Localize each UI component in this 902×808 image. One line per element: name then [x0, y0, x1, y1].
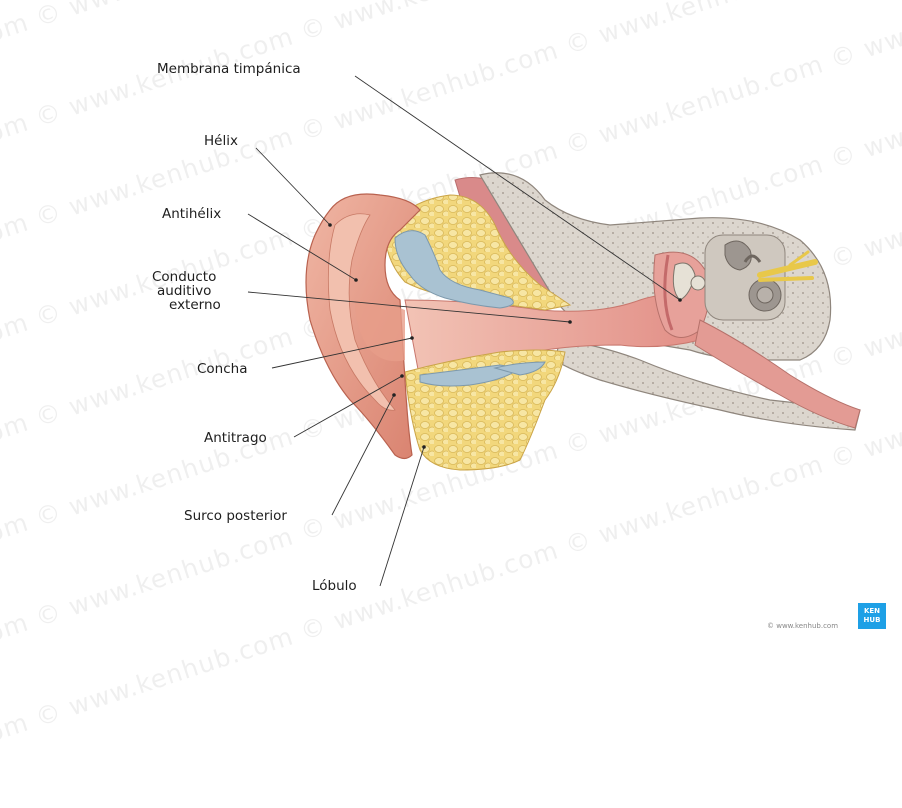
label-antitrago: Antitrago — [204, 431, 267, 446]
label-concha: Concha — [197, 362, 248, 377]
label-surco-posterior: Surco posterior — [184, 509, 287, 524]
logo-line1: KEN — [858, 607, 886, 616]
label-membrana-timpanica: Membrana timpánica — [157, 62, 301, 77]
logo-line2: HUB — [858, 616, 886, 625]
lower-fat — [405, 350, 565, 470]
leader-lobulo — [380, 447, 424, 586]
credit-text: © www.kenhub.com — [767, 622, 838, 630]
kenhub-logo: KEN HUB — [858, 603, 886, 629]
leader-helix — [256, 148, 330, 225]
label-helix: Hélix — [204, 134, 238, 149]
ear-illustration — [0, 0, 902, 637]
label-antihelix: Antihélix — [162, 207, 221, 222]
ear-anatomy-diagram: www.kenhub.com © www.kenhub.com © www.ke… — [0, 0, 902, 637]
label-lobulo: Lóbulo — [312, 579, 357, 594]
label-externo: externo — [169, 298, 221, 313]
